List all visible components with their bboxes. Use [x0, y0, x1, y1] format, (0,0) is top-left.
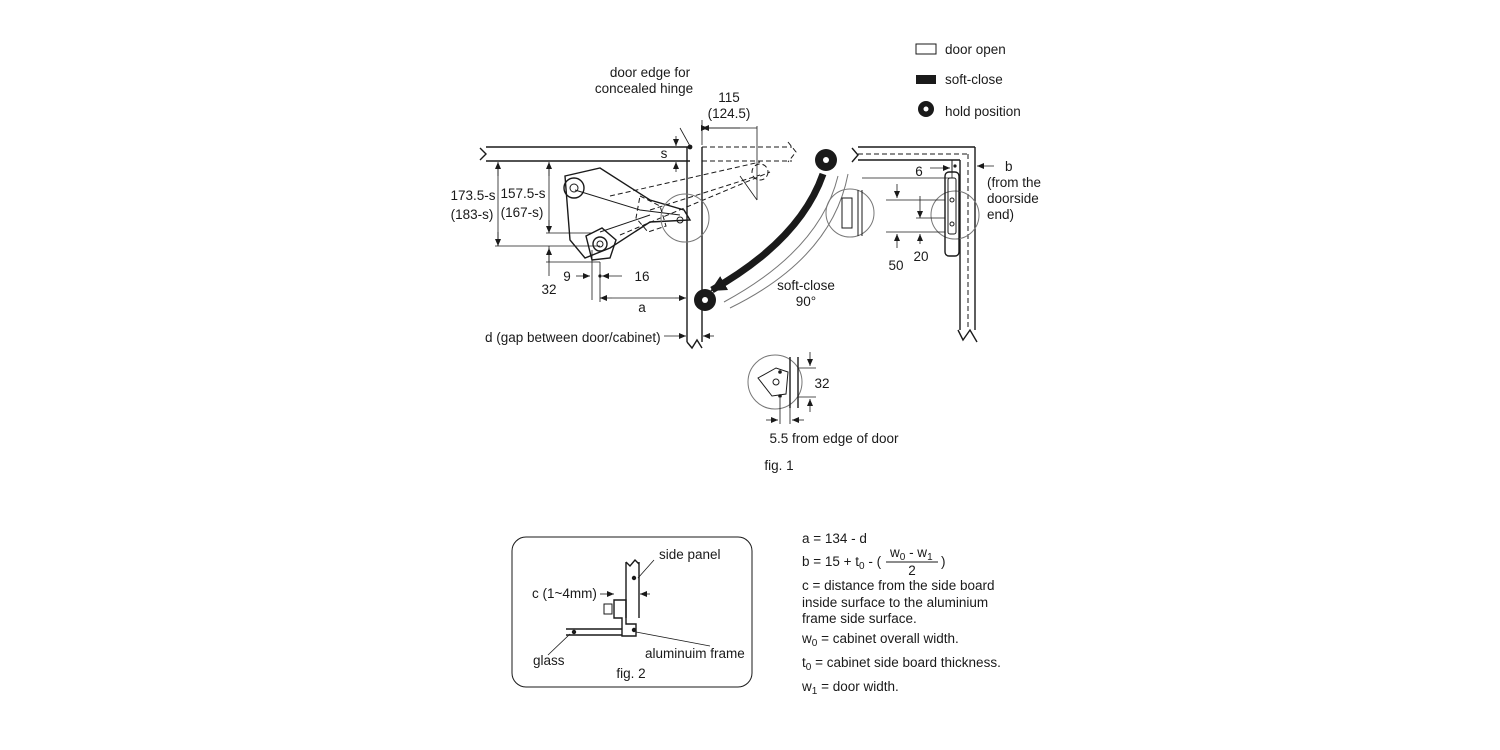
dim-s: s — [661, 146, 668, 161]
dim-9: 9 — [563, 269, 571, 284]
detail-dim-32: 32 — [814, 376, 829, 391]
fig2-frame-label: aluminuim frame — [645, 646, 745, 661]
door-open-swatch — [915, 43, 937, 55]
soft-close-path — [694, 149, 849, 311]
dim-a: a — [638, 300, 646, 315]
formula-c-line2: inside surface to the aluminium — [802, 595, 988, 610]
dim-167-s: (167-s) — [501, 205, 544, 220]
dim-50: 50 — [888, 258, 903, 273]
formula-w1: w1 = door width. — [801, 679, 899, 697]
fig1-front-view — [825, 146, 994, 343]
soft-close-label: soft-close — [777, 278, 835, 293]
formula-a: a = 134 - d — [802, 531, 867, 546]
legend-door-open: door open — [945, 42, 1006, 57]
formula-c-line1: c = distance from the side board — [802, 578, 994, 593]
legend-soft-close: soft-close — [945, 72, 1003, 87]
dim-20: 20 — [913, 249, 928, 264]
dim-6: 6 — [915, 164, 923, 179]
fig2-caption: fig. 2 — [616, 666, 645, 681]
dim-32: 32 — [541, 282, 556, 297]
fig1-detail — [747, 352, 816, 424]
formulas: a = 134 - d b = 15 + t0 - ( w0 - w1 2 ) … — [801, 531, 1001, 697]
formula-b: b = 15 + t0 - ( — [802, 554, 882, 572]
b-note-3: end) — [987, 207, 1014, 222]
b-note-2: doorside — [987, 191, 1039, 206]
fig1-caption: fig. 1 — [764, 458, 793, 473]
formula-c-line3: frame side surface. — [802, 611, 917, 626]
dim-b: b — [1005, 159, 1013, 174]
formula-b-denominator: 2 — [908, 563, 916, 578]
dim-157-5-s: 157.5-s — [500, 186, 545, 201]
formula-b-close: ) — [941, 554, 946, 569]
legend: door open soft-close hold position — [915, 42, 1021, 119]
fig1-side-view — [479, 120, 797, 350]
b-note-1: (from the — [987, 175, 1041, 190]
formula-w0: w0 = cabinet overall width. — [801, 631, 959, 649]
dim-173-5-s: 173.5-s — [450, 188, 495, 203]
fig2-c-label: c (1~4mm) — [532, 586, 597, 601]
formula-b-numerator: w0 - w1 — [889, 545, 933, 563]
dim-115: 115 — [718, 90, 740, 105]
legend-hold-position: hold position — [945, 104, 1021, 119]
fig2-glass-label: glass — [533, 653, 565, 668]
soft-close-swatch — [916, 75, 936, 84]
fig2-frame — [511, 536, 753, 688]
gap-label: d (gap between door/cabinet) — [485, 330, 661, 345]
dim-16: 16 — [634, 269, 649, 284]
door-edge-label-2: concealed hinge — [595, 81, 693, 96]
fig2: side panel c (1~4mm) glass aluminuim fra… — [511, 536, 753, 688]
fig2-side-panel-label: side panel — [659, 547, 721, 562]
dim-183-s: (183-s) — [451, 207, 494, 222]
soft-close-angle: 90° — [796, 294, 816, 309]
formula-t0: t0 = cabinet side board thickness. — [802, 655, 1001, 673]
detail-edge-label: 5.5 from edge of door — [769, 431, 899, 446]
dim-124-5: (124.5) — [708, 106, 751, 121]
fig1-labels: door edge for concealed hinge 115 (124.5… — [450, 65, 1041, 473]
door-edge-label-1: door edge for — [610, 65, 691, 80]
